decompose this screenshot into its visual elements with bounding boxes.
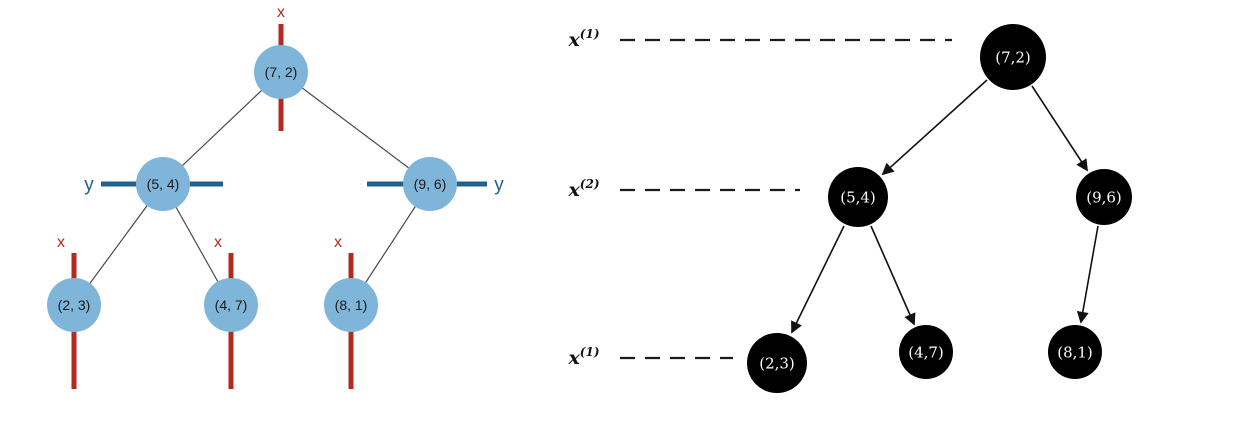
node-label: (8, 1) [335,297,368,313]
node-label: (2, 3) [58,297,91,313]
node-circle [47,278,101,332]
node-circle [204,278,258,332]
node-label: (4,7) [908,343,944,361]
level-label-2: x(2) [567,177,599,201]
node-label: (2,3) [759,354,795,372]
x-axis-label-8-1: x [334,234,342,251]
x-axis-label-2-3: x [57,234,65,251]
node-circle [980,24,1046,90]
right-node-8-1: (8,1) [1048,325,1102,379]
level-label-base: x [567,29,580,51]
node-label: (8,1) [1057,343,1093,361]
right-node-5-4: (5,4) [828,167,888,227]
left-node-5-4: (5, 4) [136,157,190,211]
node-circle [324,278,378,332]
node-circle [828,167,888,227]
right-edge-9-6-to-8-1 [1076,225,1099,324]
level-label-base: x [567,347,580,369]
x-axis-label-4-7: x [214,234,222,251]
level-label-sup: (1) [580,27,600,41]
node-label: (9,6) [1086,188,1122,206]
right-node-7-2: (7,2) [980,24,1046,90]
right-edge-root-to-5-4 [881,79,988,176]
left-kd-tree-diagram: x x x x y y (7, 2) (5, 4) (9, 6) (2, 3) … [47,4,504,389]
left-node-2-3: (2, 3) [47,278,101,332]
node-circle [899,325,953,379]
left-edge-root-to-9-6 [280,71,431,185]
right-edge-5-4-to-4-7 [870,225,916,326]
node-circle [403,157,457,211]
y-axis-label-5-4: y [84,175,94,196]
node-circle [254,45,308,99]
right-edge-5-4-to-2-3 [791,225,845,334]
left-node-4-7: (4, 7) [204,278,258,332]
node-label: (4, 7) [215,297,248,313]
node-label: (9, 6) [414,176,447,192]
node-label: (5,4) [840,188,876,206]
y-axis-label-9-6: y [494,175,504,196]
left-node-9-6: (9, 6) [403,157,457,211]
node-label: (7,2) [995,48,1031,66]
node-circle [136,157,190,211]
left-node-8-1: (8, 1) [324,278,378,332]
left-node-7-2: (7, 2) [254,45,308,99]
right-node-4-7: (4,7) [899,325,953,379]
node-circle [1076,169,1132,225]
right-edge-root-to-9-6 [1031,85,1088,172]
level-label-1: x(1) [567,27,599,51]
right-kd-tree-diagram: x(1) x(2) x(1) (7,2) (5,4) (9,6) (2,3) (… [567,24,1132,393]
node-label: (5, 4) [147,176,180,192]
level-label-sup: (1) [580,345,600,359]
x-axis-label-root: x [277,4,285,21]
level-label-3: x(1) [567,345,599,369]
left-edge-root-to-5-4 [162,71,282,185]
level-label-sup: (2) [580,177,600,191]
right-node-9-6: (9,6) [1076,169,1132,225]
level-label-base: x [567,179,580,201]
node-label: (7, 2) [265,64,298,80]
node-circle [747,333,807,393]
right-node-2-3: (2,3) [747,333,807,393]
node-circle [1048,325,1102,379]
